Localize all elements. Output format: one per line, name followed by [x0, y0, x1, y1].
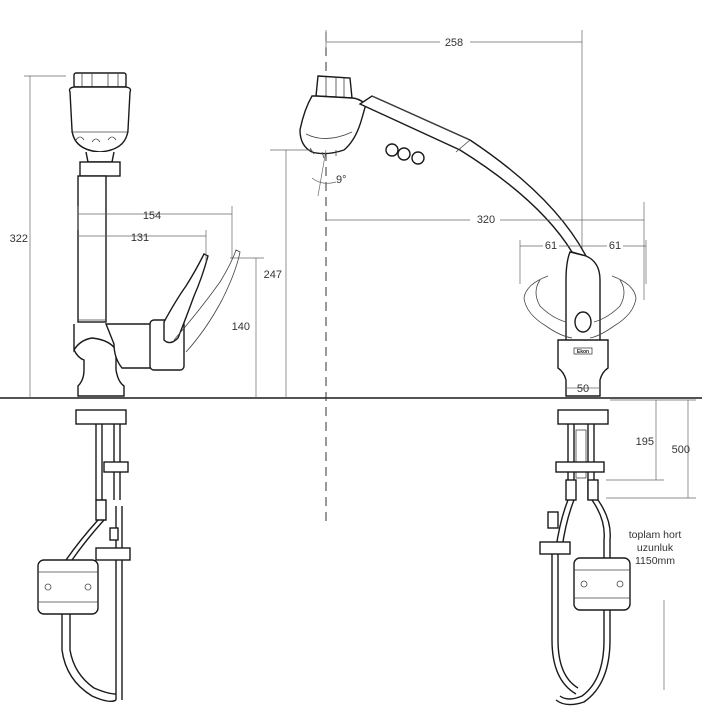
- side-undercounter: [539, 409, 631, 706]
- note-line-1: toplam hort: [629, 529, 682, 541]
- note-line-3: 1150mm: [635, 555, 675, 567]
- dim-overall-width: 258: [445, 37, 463, 49]
- dim-handle-height: 140: [232, 321, 250, 333]
- dim-hose-drop: 500: [672, 444, 690, 456]
- side-spout-arm: [358, 95, 588, 258]
- side-spout-upright: [565, 251, 601, 355]
- dim-handle-reach-inner: 131: [131, 232, 149, 244]
- front-spout-tube: [77, 175, 107, 323]
- dim-spout-angle: 9°: [336, 174, 347, 186]
- dim-handle-swing-left: 61: [545, 240, 557, 252]
- front-hose-collar: [79, 161, 121, 177]
- note-line-2: uzunluk: [637, 542, 674, 554]
- side-view: 258 Ekon 9°: [264, 30, 696, 706]
- side-spray-head: [299, 75, 367, 159]
- front-lever-handle: [163, 253, 209, 344]
- handle-swing-right: [589, 275, 637, 339]
- front-undercounter: [37, 409, 131, 703]
- hose-length-note: toplam hort uzunluk 1150mm: [629, 529, 682, 567]
- front-body: [73, 324, 125, 397]
- dim-total-height: 322: [10, 233, 28, 245]
- dim-shank-length: 195: [636, 436, 654, 448]
- front-spray-head: [68, 72, 132, 173]
- brand-mark: Ekon: [577, 349, 589, 355]
- side-body: [557, 339, 609, 397]
- dim-handle-swing-right: 61: [609, 240, 621, 252]
- dim-spout-height: 247: [264, 269, 282, 281]
- dim-base-diameter: 50: [577, 383, 589, 395]
- handle-swing-left: [523, 275, 573, 339]
- dim-spout-reach: 320: [477, 214, 495, 226]
- front-hose-weight: [37, 559, 99, 615]
- side-hose-weight: [573, 557, 631, 611]
- front-view: 322 154 131 140: [10, 72, 264, 703]
- dim-handle-reach-outer: 154: [143, 210, 161, 222]
